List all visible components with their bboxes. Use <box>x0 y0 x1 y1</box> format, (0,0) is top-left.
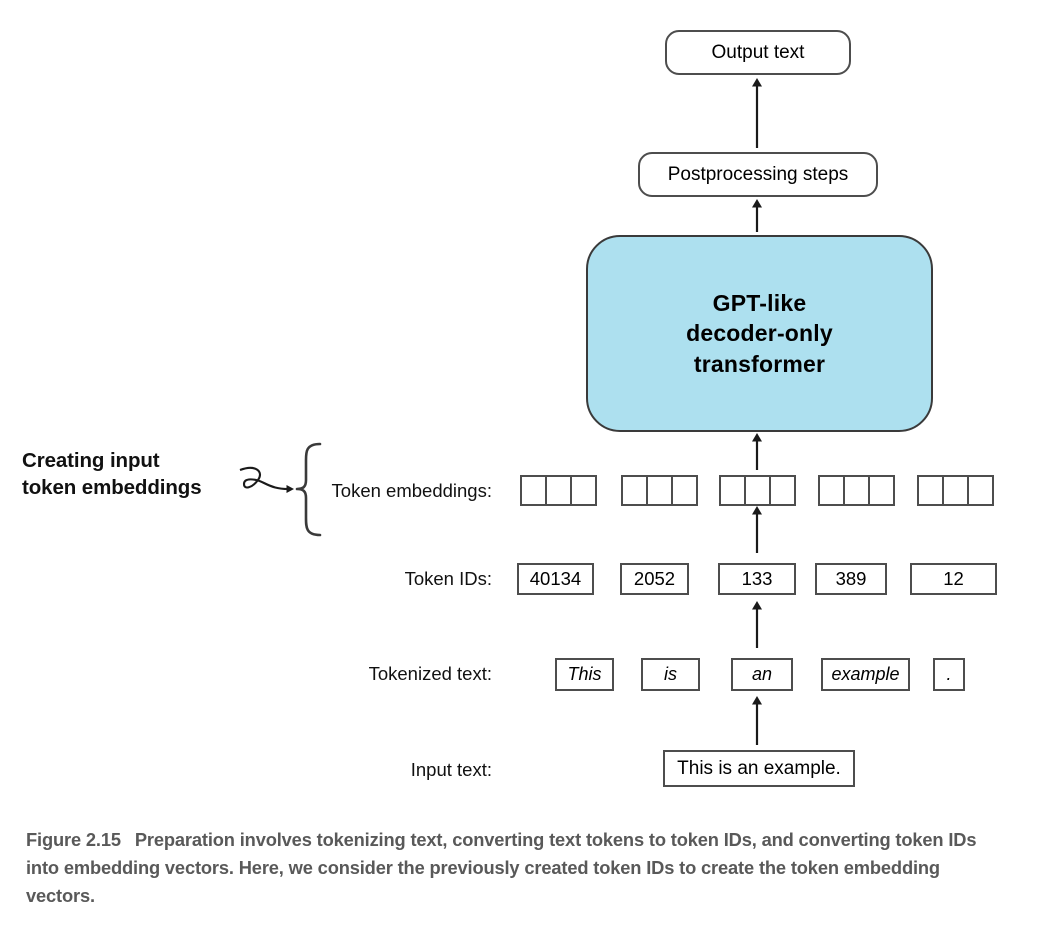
token-embedding-group <box>917 475 994 506</box>
input-text-row-label: Input text: <box>410 759 492 780</box>
token-embedding-group <box>520 475 597 506</box>
embedding-cell <box>942 475 969 506</box>
token-text-box: example <box>821 658 910 691</box>
embedding-cell <box>621 475 648 506</box>
input-text-box: This is an example. <box>663 750 855 787</box>
creating-input-embeddings-annotation: Creating input token embeddings <box>22 448 237 501</box>
embedding-cell <box>917 475 944 506</box>
token-embedding-group <box>818 475 895 506</box>
token-embeddings-row-label: Token embeddings: <box>331 480 492 501</box>
token-text-box: . <box>933 658 965 691</box>
embedding-cell <box>671 475 698 506</box>
token-embedding-group <box>719 475 796 506</box>
token-id-box: 133 <box>718 563 796 595</box>
token-id-box: 40134 <box>517 563 594 595</box>
embedding-cell <box>868 475 895 506</box>
annotation-line-1: Creating input <box>22 449 160 472</box>
postprocessing-node: Postprocessing steps <box>638 152 878 197</box>
embedding-cell <box>818 475 845 506</box>
output-text-label: Output text <box>711 41 805 63</box>
token-embedding-group <box>621 475 698 506</box>
embedding-cell <box>570 475 597 506</box>
gpt-label-line-1: GPT-like <box>712 289 807 316</box>
figure-number: Figure 2.15 <box>26 829 121 850</box>
embedding-cell <box>719 475 746 506</box>
token-text-box: is <box>641 658 700 691</box>
gpt-label-line-3: transformer <box>693 350 826 377</box>
figure-caption-text: Preparation involves tokenizing text, co… <box>26 829 977 906</box>
token-id-box: 2052 <box>620 563 689 595</box>
token-text-box: This <box>555 658 614 691</box>
annotation-line-2: token embeddings <box>22 475 202 499</box>
embedding-cell <box>520 475 547 506</box>
postprocessing-label: Postprocessing steps <box>667 163 849 185</box>
embedding-cell <box>843 475 870 506</box>
squiggle-arrow <box>239 466 294 493</box>
tokenized-text-row-label: Tokenized text: <box>368 663 492 684</box>
token-id-box: 12 <box>910 563 997 595</box>
embedding-cell <box>769 475 796 506</box>
embedding-cell <box>545 475 572 506</box>
token-text-box: an <box>731 658 793 691</box>
gpt-transformer-label-block: GPT-like decoder-only transformer <box>686 288 833 379</box>
embedding-cell <box>646 475 673 506</box>
token-id-box: 389 <box>815 563 887 595</box>
output-text-node: Output text <box>665 30 851 75</box>
embedding-cell <box>967 475 994 506</box>
gpt-transformer-node: GPT-like decoder-only transformer <box>586 235 933 432</box>
token-ids-row-label: Token IDs: <box>404 568 492 589</box>
embedding-cell <box>744 475 771 506</box>
gpt-label-line-2: decoder-only <box>686 320 833 347</box>
